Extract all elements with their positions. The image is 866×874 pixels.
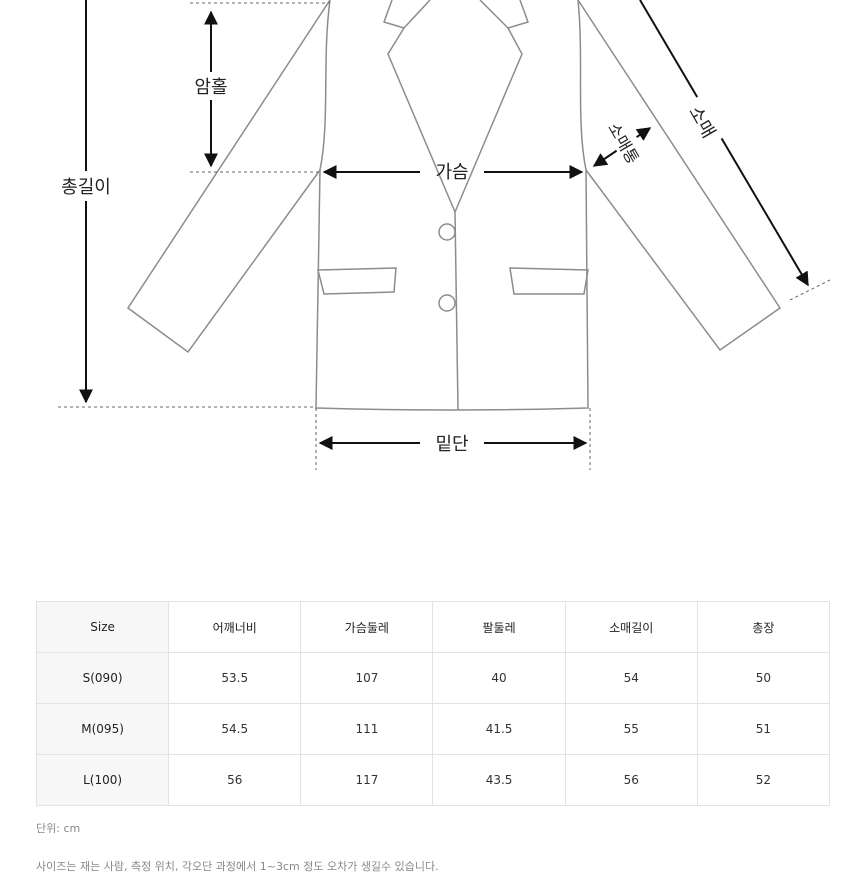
cell-value: 50 bbox=[696, 652, 831, 704]
header-sleeve-length: 소매길이 bbox=[564, 601, 698, 653]
header-chest: 가슴둘레 bbox=[300, 601, 434, 653]
table-row: M(095) 54.5 111 41.5 55 51 bbox=[35, 703, 831, 755]
button-upper bbox=[438, 223, 456, 241]
header-arm: 팔둘레 bbox=[432, 601, 566, 653]
hem-label: 밑단 bbox=[435, 434, 468, 455]
cell-value: 117 bbox=[300, 754, 434, 806]
measure-arrows bbox=[79, 0, 809, 450]
jacket-size-diagram: 암홀 총길이 가슴 밑단 소매 소매통 bbox=[58, 0, 831, 470]
cell-value: 53.5 bbox=[168, 652, 302, 704]
cell-value: 52 bbox=[696, 754, 831, 806]
measurement-note: 사이즈는 재는 사람, 측정 위치, 각오단 과정에서 1~3cm 정도 오차가… bbox=[36, 860, 439, 873]
row-size: M(095) bbox=[35, 703, 170, 755]
cell-value: 41.5 bbox=[432, 703, 566, 755]
header-total-length: 총장 bbox=[696, 601, 831, 653]
cell-value: 51 bbox=[696, 703, 831, 755]
armhole-label: 암홀 bbox=[194, 77, 227, 98]
chest-label: 가슴 bbox=[435, 162, 468, 183]
table-row: L(100) 56 117 43.5 56 52 bbox=[35, 754, 831, 806]
cell-value: 43.5 bbox=[432, 754, 566, 806]
guide-lines bbox=[58, 2, 831, 470]
row-size: S(090) bbox=[35, 652, 170, 704]
cell-value: 56 bbox=[564, 754, 698, 806]
header-shoulder: 어깨너비 bbox=[168, 601, 302, 653]
table-row: S(090) 53.5 107 40 54 50 bbox=[35, 652, 831, 704]
row-size: L(100) bbox=[35, 754, 170, 806]
button-lower bbox=[438, 294, 456, 312]
unit-note: 단위: cm bbox=[36, 822, 81, 835]
cell-value: 54.5 bbox=[168, 703, 302, 755]
cell-value: 56 bbox=[168, 754, 302, 806]
table-header-row: Size 어깨너비 가슴둘레 팔둘레 소매길이 총장 bbox=[35, 601, 831, 653]
jacket-outline bbox=[126, 0, 782, 411]
cell-value: 40 bbox=[432, 652, 566, 704]
total-length-label: 총길이 bbox=[61, 177, 111, 198]
sleeve-arrow bbox=[639, 0, 809, 287]
size-table: Size 어깨너비 가슴둘레 팔둘레 소매길이 총장 S(090) 53.5 1… bbox=[35, 601, 831, 806]
header-size: Size bbox=[35, 601, 170, 653]
cell-value: 54 bbox=[564, 652, 698, 704]
cell-value: 107 bbox=[300, 652, 434, 704]
cell-value: 111 bbox=[300, 703, 434, 755]
cell-value: 55 bbox=[564, 703, 698, 755]
